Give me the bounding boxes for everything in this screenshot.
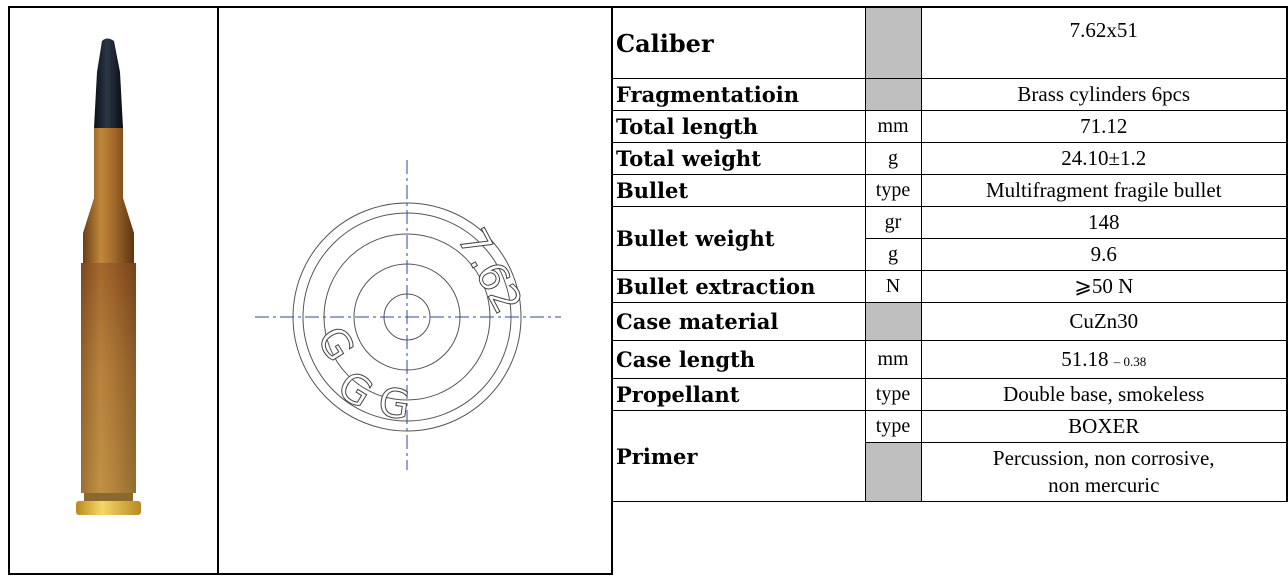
bullet-weight-unit-gr: gr (864, 206, 922, 239)
row-caliber: Caliber 7.62x51 (611, 6, 1288, 79)
primer-value-type: BOXER (920, 410, 1288, 443)
row-propellant: Propellant type Double base, smokeless (611, 378, 1288, 411)
case-neck (83, 128, 134, 263)
headstamp-caliber: 7.62 (448, 221, 530, 321)
bullet-extraction-value: ⩾50 N (920, 270, 1288, 303)
propellant-value: Double base, smokeless (920, 378, 1288, 411)
bullet-tip (94, 38, 123, 128)
bullet-label: Bullet (611, 174, 866, 207)
row-case-length: Case length mm 51.18 – 0.38 (611, 340, 1288, 379)
bullet-extraction-unit: N (864, 270, 922, 303)
bullet-unit: type (864, 174, 922, 207)
primer-desc-line-1: Percussion, non corrosive, (992, 446, 1215, 470)
primer-label: Primer (611, 410, 866, 502)
spec-table: Caliber 7.62x51 Fragmentatioin Brass cyl… (611, 6, 1288, 502)
headstamp-mark-3: G (376, 379, 413, 429)
primer-unit-desc (864, 442, 922, 502)
headstamp-drawing-pane: 7.62 G G G (217, 6, 613, 575)
row-total-length: Total length mm 71.12 (611, 110, 1288, 143)
propellant-label: Propellant (611, 378, 866, 411)
row-case-material: Case material CuZn30 (611, 302, 1288, 341)
case-rim (76, 501, 141, 515)
fragmentation-value: Brass cylinders 6pcs (920, 78, 1288, 111)
bullet-value: Multifragment fragile bullet (920, 174, 1288, 207)
row-bullet-extraction: Bullet extraction N ⩾50 N (611, 270, 1288, 303)
bullet-weight-label: Bullet weight (611, 206, 866, 271)
row-bullet-weight: Bullet weight gr 148 (611, 206, 1288, 271)
bullet-weight-unit-g: g (864, 238, 922, 271)
case-length-unit: mm (864, 340, 922, 379)
case-length-number: 51.18 (1061, 347, 1109, 371)
case-material-value: CuZn30 (920, 302, 1288, 341)
bullet-weight-value-g: 9.6 (920, 238, 1288, 271)
cartridge-photo (76, 38, 141, 515)
row-fragmentation: Fragmentatioin Brass cylinders 6pcs (611, 78, 1288, 111)
row-bullet: Bullet type Multifragment fragile bullet (611, 174, 1288, 207)
total-length-value: 71.12 (920, 110, 1288, 143)
row-primer: Primer type BOXER (611, 410, 1288, 502)
headstamp-mark-2: G (330, 362, 381, 417)
spec-sheet: 7.62 G G G Caliber 7.62x51 Fragmentatioi… (8, 6, 1288, 575)
fragmentation-label: Fragmentatioin (611, 78, 866, 111)
propellant-unit: type (864, 378, 922, 411)
headstamp-drawing: 7.62 G G G (255, 160, 561, 470)
case-length-label: Case length (611, 340, 866, 379)
primer-value-desc: Percussion, non corrosive, non mercuric (920, 442, 1288, 502)
caliber-value: 7.62x51 (920, 6, 1288, 79)
primer-unit-type: type (864, 410, 922, 443)
total-weight-label: Total weight (611, 142, 866, 175)
row-total-weight: Total weight g 24.10±1.2 (611, 142, 1288, 175)
row-primer-desc: Percussion, non corrosive, non mercuric (612, 442, 1288, 502)
total-length-label: Total length (611, 110, 866, 143)
bullet-extraction-label: Bullet extraction (611, 270, 866, 303)
case-length-value: 51.18 – 0.38 (920, 340, 1288, 379)
primer-desc-line-2: non mercuric (1048, 473, 1160, 497)
bullet-weight-value-gr: 148 (920, 206, 1288, 239)
case-material-unit (864, 302, 922, 341)
total-weight-value: 24.10±1.2 (920, 142, 1288, 175)
total-weight-unit: g (864, 142, 922, 175)
caliber-unit (864, 6, 922, 79)
cartridge-photo-pane (8, 6, 219, 575)
fragmentation-unit (864, 78, 922, 111)
case-length-tolerance: – 0.38 (1113, 354, 1147, 369)
total-length-unit: mm (864, 110, 922, 143)
case-material-label: Case material (611, 302, 866, 341)
caliber-label: Caliber (611, 6, 866, 79)
